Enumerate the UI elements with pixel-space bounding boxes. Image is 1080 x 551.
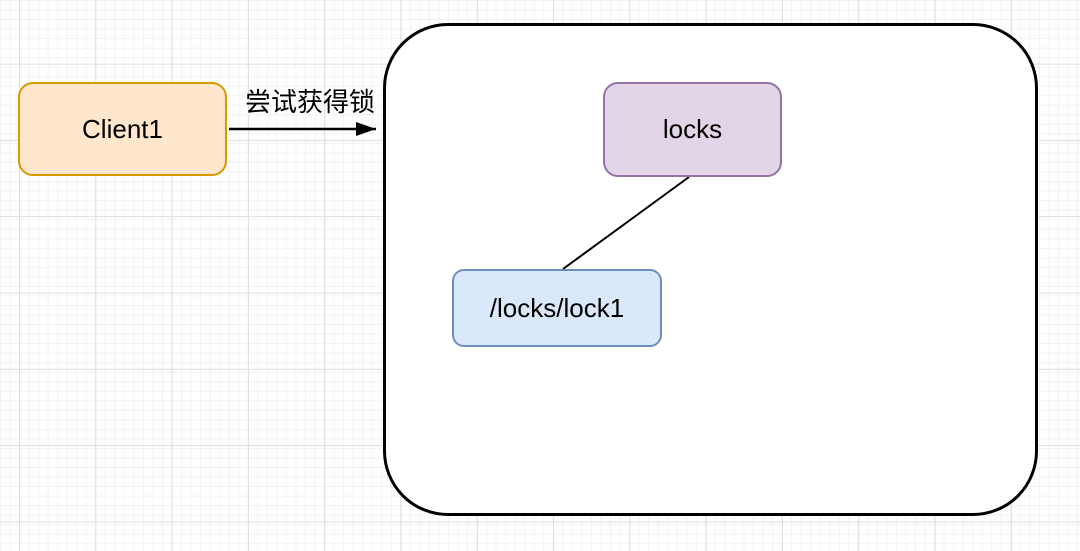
node-client1: Client1 xyxy=(18,82,227,176)
node-lock1: /locks/lock1 xyxy=(452,269,662,347)
node-client1-label: Client1 xyxy=(82,113,163,144)
node-lock1-label: /locks/lock1 xyxy=(489,292,625,323)
edge-acquire-lock-label: 尝试获得锁 xyxy=(245,87,376,117)
node-locks-label: locks xyxy=(662,114,723,144)
node-locks: locks xyxy=(603,82,782,177)
